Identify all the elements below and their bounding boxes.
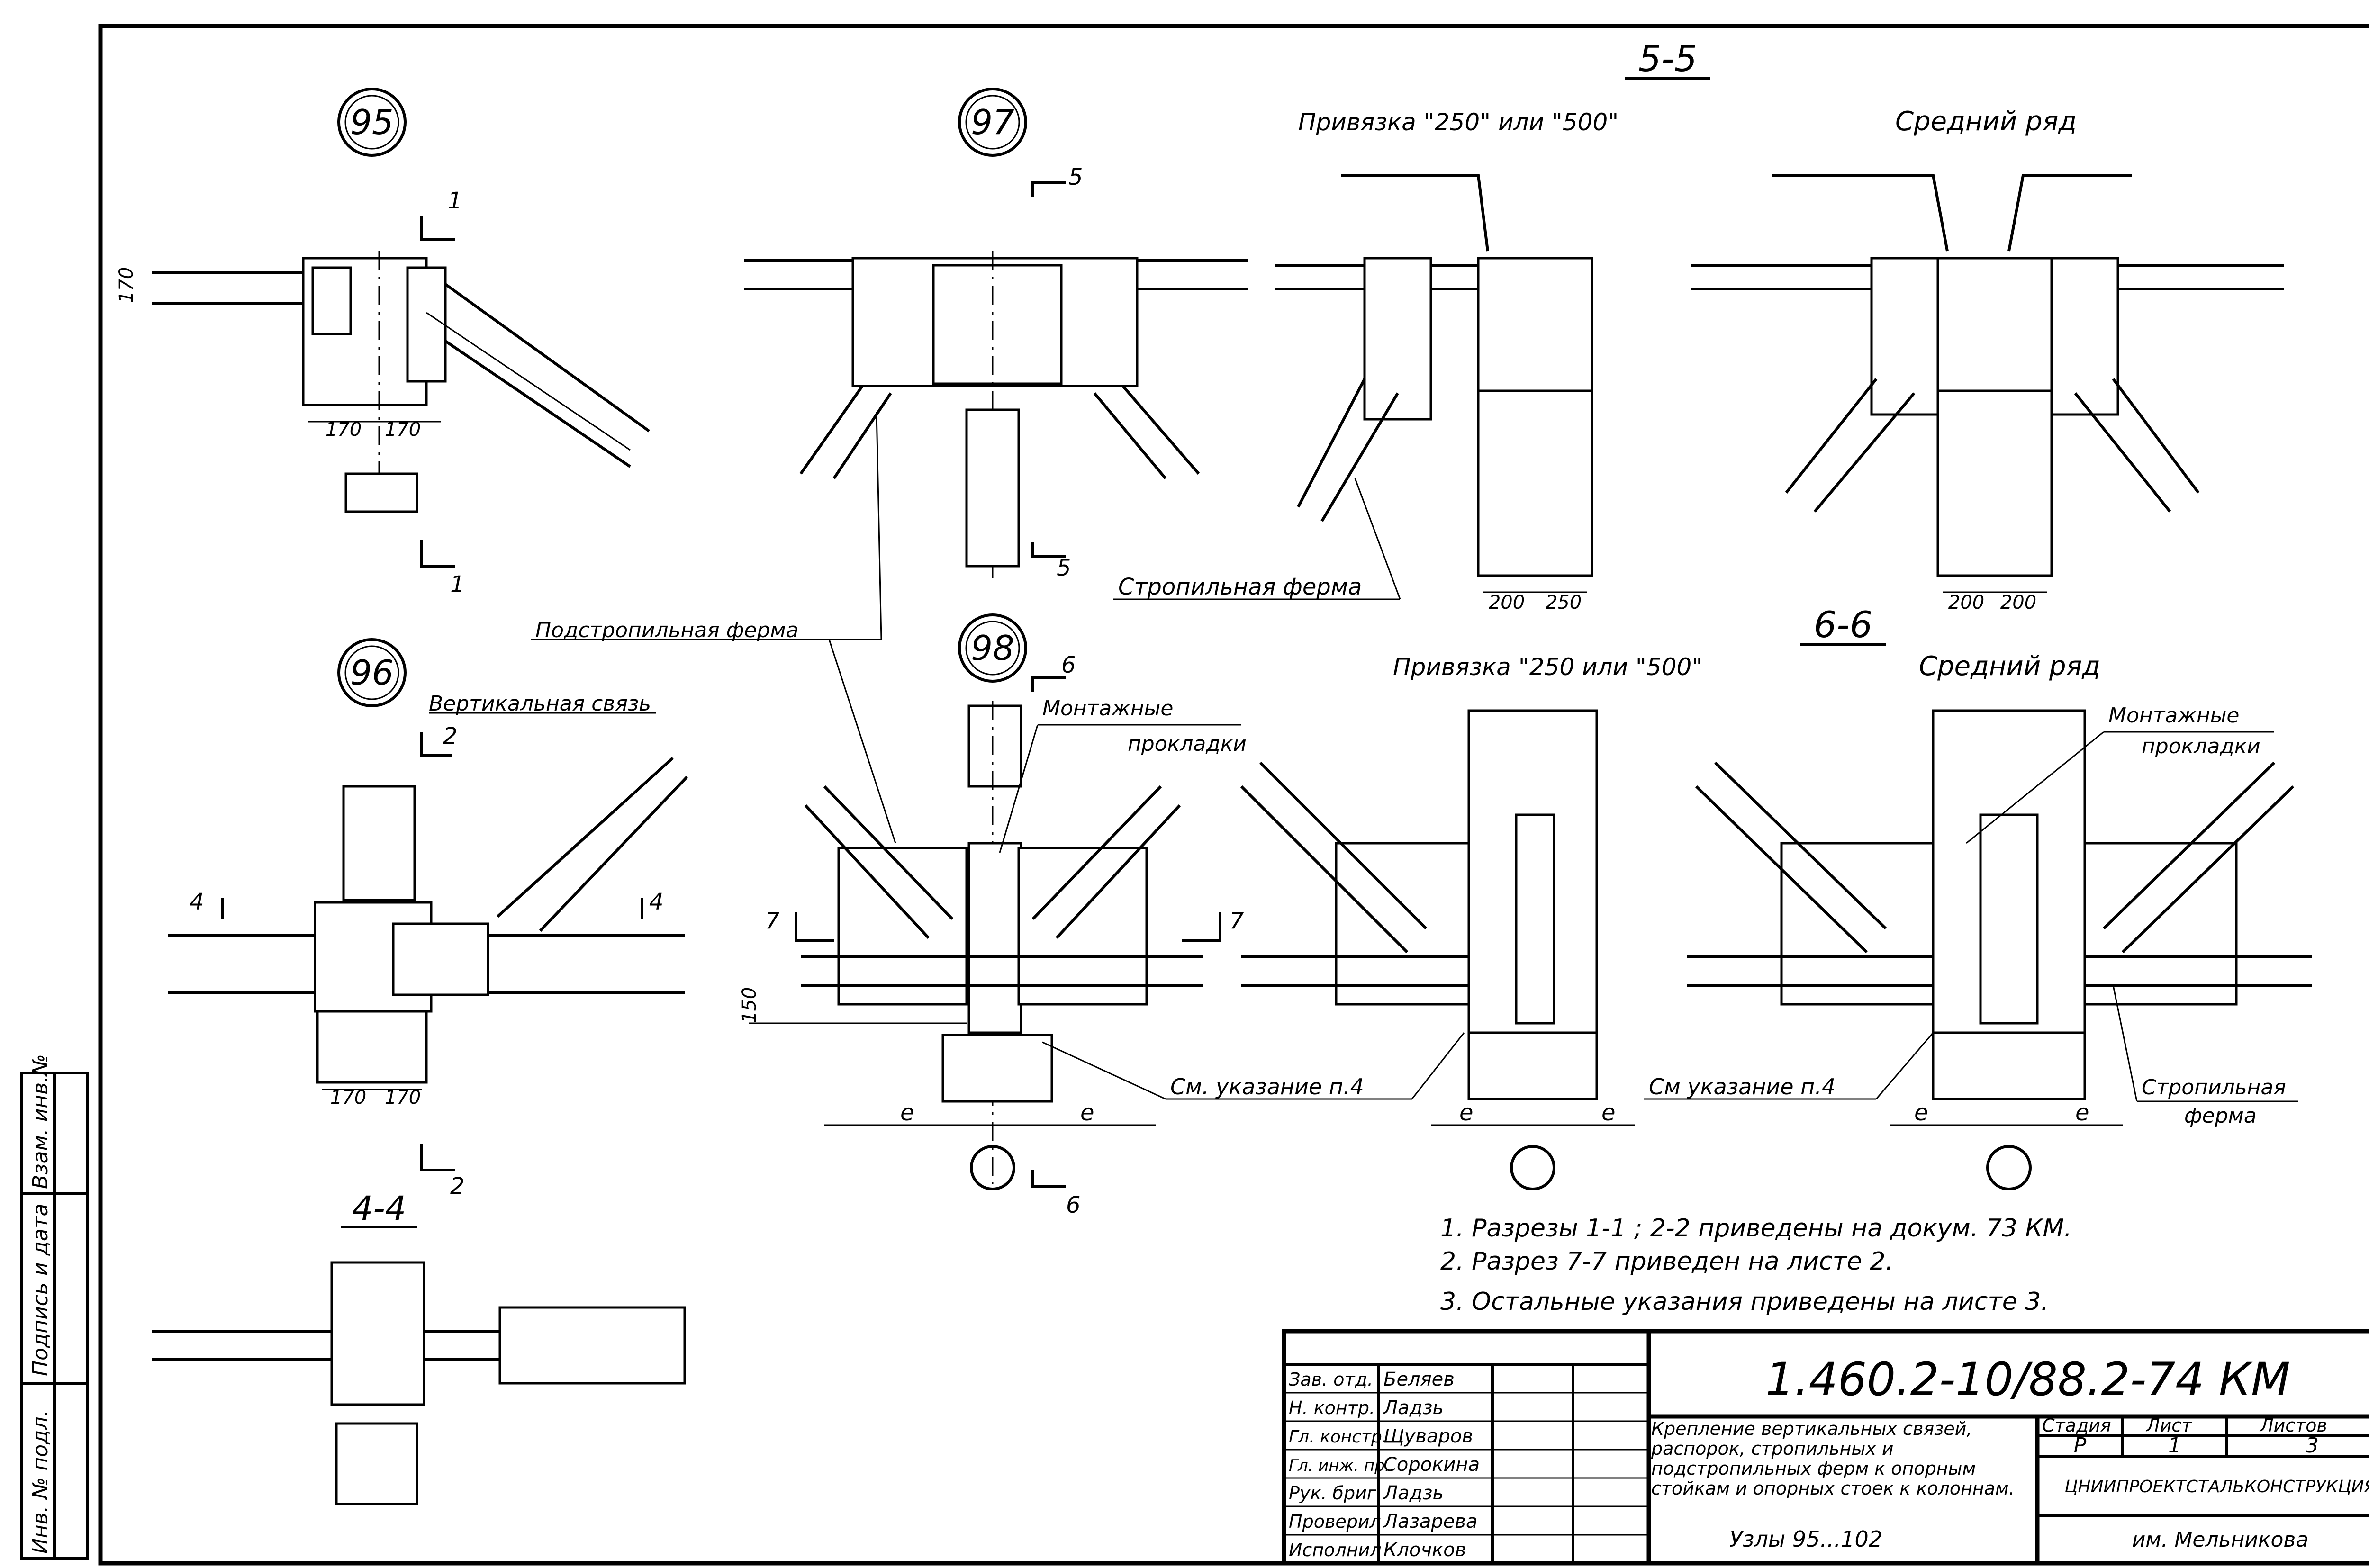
staff-role-2: Гл. констр. bbox=[1289, 1427, 1387, 1447]
org-name: ЦНИИПРОЕКТСТАЛЬКОНСТРУКЦИЯ bbox=[2065, 1477, 2369, 1496]
axis-marker-66-left bbox=[1510, 1145, 1555, 1190]
node-96: 96 Вертикальная связь 170 170 2 2 4 4 bbox=[168, 638, 688, 1199]
doc-description: Крепление вертикальных связей, распорок,… bbox=[1651, 1419, 2015, 1499]
e-98-right: е bbox=[1080, 1099, 1094, 1126]
label-sm-ukazanie-2: См указание п.4 bbox=[1649, 1074, 1836, 1099]
staff-name-2: Щуваров bbox=[1383, 1425, 1473, 1447]
label-montazh-2: прокладки bbox=[1128, 732, 1247, 756]
e-98-left: е bbox=[900, 1099, 914, 1126]
section-6-6: 6-6 Привязка "250 или "500" Средний ряд … bbox=[1240, 604, 2312, 1190]
org-name-2: им. Мельникова bbox=[2132, 1528, 2309, 1552]
dim-200-a: 200 bbox=[1489, 592, 1525, 613]
section-5-5: 5-5 Привязка "250" или "500" Средний ряд… bbox=[1113, 37, 2284, 613]
staff-name-1: Ладзь bbox=[1383, 1397, 1444, 1419]
dim-200-b: 200 bbox=[1948, 592, 1984, 613]
cut-5-bottom: 5 bbox=[1057, 555, 1071, 581]
cut-6-top: 6 bbox=[1061, 652, 1076, 678]
label-stropilnaya-right-1: Стропильная bbox=[2142, 1075, 2286, 1099]
sheet-value: 1 bbox=[2168, 1433, 2181, 1458]
node-95-number: 95 bbox=[350, 102, 394, 142]
cut-1-top: 1 bbox=[448, 188, 462, 214]
side-stamp-podpis: Подпись и дата bbox=[28, 1204, 53, 1376]
cut-1-bottom: 1 bbox=[450, 571, 465, 598]
staff-role-5: Проверил bbox=[1289, 1511, 1381, 1532]
staff-name-0: Беляев bbox=[1383, 1369, 1455, 1390]
dim-170-e: 170 bbox=[385, 1087, 421, 1108]
node-97-number: 97 bbox=[971, 102, 1014, 142]
axis-marker-66-right bbox=[1986, 1145, 2032, 1190]
nodes-range: Узлы 95...102 bbox=[1729, 1526, 1882, 1552]
dim-150: 150 bbox=[739, 987, 760, 1023]
staff-name-4: Ладзь bbox=[1383, 1482, 1444, 1504]
notes: 1. Разрезы 1-1 ; 2-2 приведены на докум.… bbox=[1440, 1214, 2072, 1316]
e-66-b: е bbox=[1601, 1099, 1616, 1126]
cut-4-right: 4 bbox=[649, 889, 664, 915]
cut-2-bottom: 2 bbox=[450, 1173, 465, 1199]
dim-170-d: 170 bbox=[330, 1087, 366, 1108]
staff-role-6: Исполнил bbox=[1289, 1540, 1382, 1560]
label-privyazka-bottom: Привязка "250 или "500" bbox=[1393, 653, 1702, 681]
section-5-5-title: 5-5 bbox=[1638, 37, 1697, 80]
side-stamp-vzam: Взам. инв.№ bbox=[28, 1054, 53, 1189]
cut-5-top: 5 bbox=[1068, 164, 1083, 190]
label-sredniy-bottom: Средний ряд bbox=[1919, 651, 2100, 682]
staff-name-6: Клочков bbox=[1383, 1539, 1466, 1561]
cut-7-right: 7 bbox=[1230, 908, 1244, 934]
e-66-c: е bbox=[1914, 1099, 1928, 1126]
section-6-6-title: 6-6 bbox=[1814, 604, 1872, 646]
stage-head: Стадия bbox=[2042, 1415, 2111, 1436]
staff-role-0: Зав. отд. bbox=[1289, 1369, 1373, 1390]
e-66-d: е bbox=[2075, 1099, 2089, 1126]
node-97: 97 5 5 bbox=[744, 88, 1248, 581]
side-stamp-inv: Инв. № подл. bbox=[28, 1410, 53, 1554]
cut-4-left: 4 bbox=[190, 889, 204, 915]
note-1: 1. Разрезы 1-1 ; 2-2 приведены на докум.… bbox=[1440, 1214, 2072, 1243]
sheets-value: 3 bbox=[2306, 1433, 2319, 1458]
staff-role-3: Гл. инж. пр. bbox=[1289, 1456, 1390, 1475]
cut-6-bottom: 6 bbox=[1066, 1192, 1081, 1218]
stage-value: Р bbox=[2074, 1433, 2087, 1458]
staff-name-3: Сорокина bbox=[1383, 1454, 1480, 1476]
node-98: 98 150 е е 6 6 7 7 Монтажные прокладки bbox=[739, 613, 1247, 1218]
dim-170-b: 170 bbox=[385, 419, 421, 441]
section-4-4: 4-4 bbox=[152, 1189, 686, 1505]
sheets-head: Листов bbox=[2259, 1415, 2327, 1436]
label-privyazka-top: Привязка "250" или "500" bbox=[1298, 108, 1619, 136]
staff-name-5: Лазарева bbox=[1383, 1511, 1477, 1532]
dim-170-a: 170 bbox=[326, 419, 362, 441]
cut-2-top: 2 bbox=[443, 723, 458, 749]
note-2: 2. Разрез 7-7 приведен на листе 2. bbox=[1440, 1247, 1893, 1276]
label-stropilnaya-right-2: ферма bbox=[2184, 1104, 2257, 1128]
doc-code: 1.460.2-10/88.2-74 КМ bbox=[1765, 1353, 2290, 1406]
label-stropilnaya: Стропильная ферма bbox=[1118, 574, 1362, 600]
label-montazh-right-1: Монтажные bbox=[2108, 703, 2239, 728]
e-66-a: е bbox=[1459, 1099, 1474, 1126]
title-block: Зав. отд. Беляев Н. контр. Ладзь Гл. кон… bbox=[1282, 1329, 2369, 1566]
axis-marker-98 bbox=[970, 1145, 1015, 1190]
dim-170-c: 170 bbox=[116, 267, 137, 303]
staff-role-1: Н. контр. bbox=[1289, 1397, 1375, 1418]
node-96-number: 96 bbox=[350, 653, 394, 693]
sheet-head: Лист bbox=[2145, 1415, 2193, 1436]
label-sm-ukazanie-1: См. указание п.4 bbox=[1170, 1074, 1364, 1099]
label-vertikalnaya: Вертикальная связь bbox=[429, 692, 651, 716]
label-montazh-1: Монтажные bbox=[1042, 696, 1173, 721]
side-stamp: Взам. инв.№ Подпись и дата Инв. № подл. bbox=[20, 1054, 89, 1560]
note-3: 3. Остальные указания приведены на листе… bbox=[1440, 1288, 2049, 1316]
dim-200-c: 200 bbox=[2000, 592, 2036, 613]
label-sredniy-top: Средний ряд bbox=[1895, 106, 2077, 137]
dim-250: 250 bbox=[1546, 592, 1582, 613]
cut-7-left: 7 bbox=[765, 908, 780, 934]
staff-role-4: Рук. бриг. bbox=[1289, 1483, 1382, 1504]
label-podstropilnaya: Подстропильная ферма bbox=[535, 618, 798, 642]
section-4-4-title: 4-4 bbox=[352, 1189, 406, 1228]
node-95: 95 170 170 170 1 1 bbox=[116, 88, 650, 598]
label-montazh-right-2: прокладки bbox=[2142, 734, 2260, 758]
node-98-number: 98 bbox=[971, 628, 1014, 668]
drawing-frame bbox=[98, 24, 2369, 1566]
